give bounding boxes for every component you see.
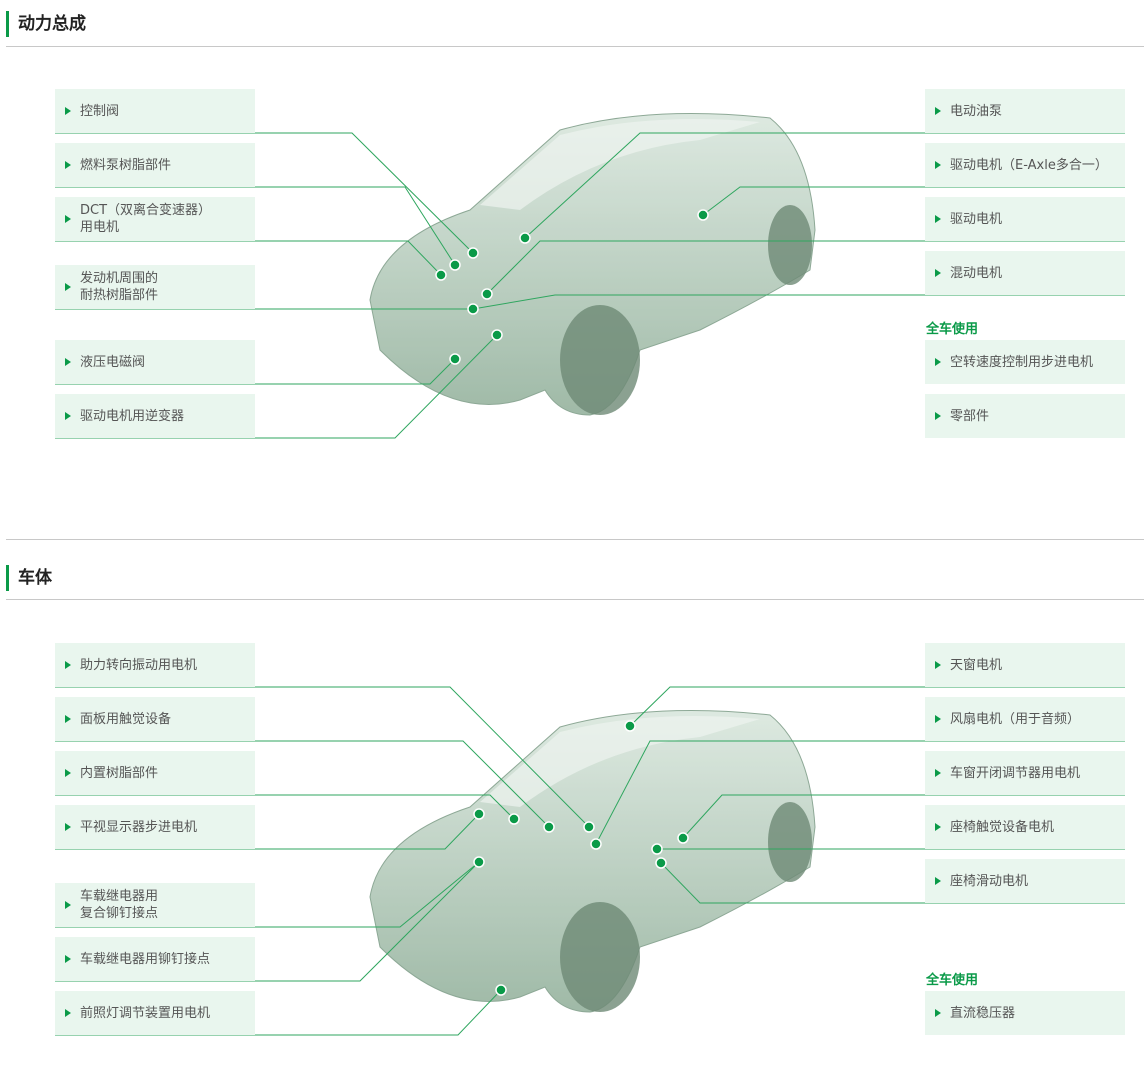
- component-label: 天窗电机: [950, 657, 1003, 673]
- triangle-bullet-icon: [935, 161, 941, 169]
- triangle-bullet-icon: [935, 1009, 941, 1017]
- component-item[interactable]: DCT（双离合变速器） 用电机: [55, 197, 255, 241]
- triangle-bullet-icon: [935, 412, 941, 420]
- component-label: 电动油泵: [950, 103, 1003, 119]
- component-label: DCT（双离合变速器） 用电机: [80, 203, 212, 235]
- component-label: 前照灯调节装置用电机: [80, 1005, 211, 1021]
- section-title-powertrain: 动力总成: [6, 11, 86, 37]
- component-item[interactable]: 驱动电机: [925, 197, 1125, 241]
- component-item[interactable]: 燃料泵树脂部件: [55, 143, 255, 187]
- triangle-bullet-icon: [65, 769, 71, 777]
- component-item[interactable]: 座椅滑动电机: [925, 859, 1125, 903]
- component-label: 驱动电机: [950, 211, 1003, 227]
- component-label: 驱动电机用逆变器: [80, 408, 185, 424]
- component-item[interactable]: 电动油泵: [925, 89, 1125, 133]
- section-title-body: 车体: [6, 565, 52, 591]
- component-label: 车窗开闭调节器用电机: [950, 765, 1081, 781]
- triangle-bullet-icon: [65, 107, 71, 115]
- component-item[interactable]: 座椅触觉设备电机: [925, 805, 1125, 849]
- whole-car-label: 全车使用: [926, 322, 979, 337]
- component-item[interactable]: 控制阀: [55, 89, 255, 133]
- component-label: 座椅触觉设备电机: [950, 819, 1055, 835]
- triangle-bullet-icon: [65, 661, 71, 669]
- triangle-bullet-icon: [935, 269, 941, 277]
- triangle-bullet-icon: [935, 107, 941, 115]
- component-label: 燃料泵树脂部件: [80, 157, 172, 173]
- divider: [6, 539, 1144, 540]
- triangle-bullet-icon: [65, 412, 71, 420]
- triangle-bullet-icon: [65, 901, 71, 909]
- component-label: 风扇电机（用于音频）: [950, 711, 1081, 727]
- component-item[interactable]: 直流稳压器: [925, 991, 1125, 1035]
- triangle-bullet-icon: [65, 215, 71, 223]
- triangle-bullet-icon: [65, 823, 71, 831]
- component-item[interactable]: 天窗电机: [925, 643, 1125, 687]
- component-item[interactable]: 车载继电器用铆钉接点: [55, 937, 255, 981]
- component-label: 车载继电器用 复合铆钉接点: [80, 889, 159, 921]
- component-item[interactable]: 混动电机: [925, 251, 1125, 295]
- triangle-bullet-icon: [935, 877, 941, 885]
- triangle-bullet-icon: [935, 769, 941, 777]
- component-item[interactable]: 前照灯调节装置用电机: [55, 991, 255, 1035]
- component-label: 车载继电器用铆钉接点: [80, 951, 211, 967]
- triangle-bullet-icon: [65, 358, 71, 366]
- component-label: 驱动电机（E-Axle多合一）: [950, 157, 1108, 173]
- component-label: 空转速度控制用步进电机: [950, 354, 1094, 370]
- triangle-bullet-icon: [935, 661, 941, 669]
- component-label: 平视显示器步进电机: [80, 819, 198, 835]
- component-item[interactable]: 驱动电机（E-Axle多合一）: [925, 143, 1125, 187]
- component-item[interactable]: 零部件: [925, 394, 1125, 438]
- component-item[interactable]: 车窗开闭调节器用电机: [925, 751, 1125, 795]
- component-label: 发动机周围的 耐热树脂部件: [80, 271, 159, 303]
- component-label: 面板用触觉设备: [80, 711, 172, 727]
- component-item[interactable]: 驱动电机用逆变器: [55, 394, 255, 438]
- component-item[interactable]: 液压电磁阀: [55, 340, 255, 384]
- triangle-bullet-icon: [935, 715, 941, 723]
- triangle-bullet-icon: [65, 283, 71, 291]
- component-label: 内置树脂部件: [80, 765, 159, 781]
- triangle-bullet-icon: [935, 358, 941, 366]
- component-label: 控制阀: [80, 103, 120, 119]
- triangle-bullet-icon: [65, 1009, 71, 1017]
- component-item[interactable]: 平视显示器步进电机: [55, 805, 255, 849]
- divider: [6, 599, 1144, 600]
- component-label: 助力转向振动用电机: [80, 657, 198, 673]
- divider: [6, 46, 1144, 47]
- triangle-bullet-icon: [65, 161, 71, 169]
- component-item[interactable]: 空转速度控制用步进电机: [925, 340, 1125, 384]
- component-label: 直流稳压器: [950, 1005, 1016, 1021]
- triangle-bullet-icon: [935, 215, 941, 223]
- car-illustration: [369, 113, 816, 416]
- component-label: 座椅滑动电机: [950, 873, 1029, 889]
- whole-car-label: 全车使用: [926, 973, 979, 988]
- component-label: 混动电机: [950, 265, 1003, 281]
- component-label: 液压电磁阀: [80, 354, 146, 370]
- component-label: 零部件: [950, 408, 990, 424]
- component-item[interactable]: 助力转向振动用电机: [55, 643, 255, 687]
- triangle-bullet-icon: [65, 955, 71, 963]
- component-item[interactable]: 发动机周围的 耐热树脂部件: [55, 265, 255, 309]
- component-item[interactable]: 车载继电器用 复合铆钉接点: [55, 883, 255, 927]
- component-item[interactable]: 内置树脂部件: [55, 751, 255, 795]
- triangle-bullet-icon: [935, 823, 941, 831]
- component-item[interactable]: 面板用触觉设备: [55, 697, 255, 741]
- component-item[interactable]: 风扇电机（用于音频）: [925, 697, 1125, 741]
- triangle-bullet-icon: [65, 715, 71, 723]
